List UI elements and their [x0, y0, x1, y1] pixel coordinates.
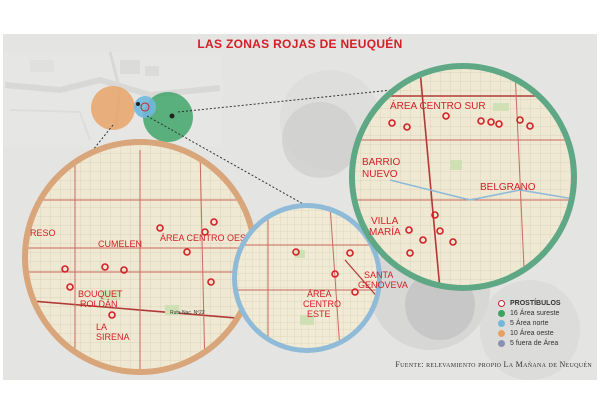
label-villa: VILLA — [371, 216, 399, 227]
locator-circles — [91, 86, 193, 142]
legend: PROSTÍBULOS 16 Área sureste 5 Área norte… — [498, 300, 598, 350]
label-genoveva: GENOVEVA — [358, 280, 408, 290]
map-circle-southeast: ÁREA CENTRO SUR BARRIO NUEVO BELGRANO VI… — [349, 63, 577, 291]
label-centro: CENTRO — [303, 299, 341, 309]
legend-title: PROSTÍBULOS — [510, 300, 561, 307]
legend-label: 16 Área sureste — [510, 310, 560, 317]
label-este: ESTE — [307, 309, 331, 319]
label-nuevo: NUEVO — [362, 169, 398, 180]
map-circle-east: SANTA GENOVEVA ÁREA CENTRO ESTE — [232, 203, 408, 353]
label-barrio: BARRIO — [362, 157, 401, 168]
map-circle-west: RESO CUMELEN ÁREA CENTRO OESTE BOUQUET R… — [22, 139, 258, 375]
legend-item: 10 Área oeste — [498, 330, 598, 337]
label-belgrano: BELGRANO — [480, 182, 536, 193]
legend-dot-west — [498, 330, 505, 337]
legend-title-row: PROSTÍBULOS — [498, 300, 598, 307]
label-bouquet: BOUQUET — [78, 289, 123, 299]
label-maria: MARÍA — [369, 225, 401, 238]
legend-dot-southeast — [498, 310, 505, 317]
label-area-centro-sur: ÁREA CENTRO SUR — [390, 99, 486, 112]
label-cumelen: CUMELEN — [98, 239, 142, 249]
legend-label: 5 fuera de Área — [510, 340, 559, 347]
legend-item: 5 fuera de Área — [498, 340, 598, 347]
source-credit: Fuente: relevamiento propio La Mañana de… — [395, 360, 592, 369]
page-title: LAS ZONAS ROJAS DE NEUQUÉN — [197, 37, 403, 51]
legend-label: 10 Área oeste — [510, 330, 554, 337]
label-area-centro-oeste: ÁREA CENTRO OESTE — [160, 233, 258, 243]
legend-item: 5 Área norte — [498, 320, 598, 327]
legend-label: 5 Área norte — [510, 320, 549, 327]
label-reso: RESO — [30, 228, 56, 238]
legend-dot-outside — [498, 340, 505, 347]
label-la: LA — [96, 322, 107, 332]
legend-dot-north — [498, 320, 505, 327]
label-ruta: Ruta Nac. Nº22 — [170, 310, 205, 316]
brothel-marker-icon — [498, 300, 505, 307]
legend-item: 16 Área sureste — [498, 310, 598, 317]
label-roldan: ROLDÁN — [80, 299, 118, 309]
label-santa: SANTA — [364, 270, 393, 280]
label-area: ÁREA — [307, 289, 332, 299]
label-sirena: SIRENA — [96, 332, 130, 342]
